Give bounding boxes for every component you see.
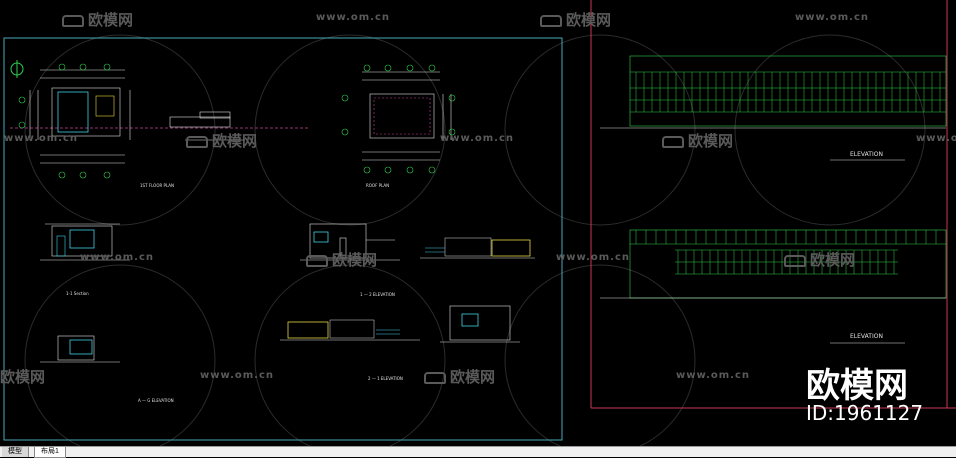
watermark-url: www.om.cn	[676, 370, 751, 381]
watermark-brand-large: 欧模网	[806, 366, 908, 406]
watermark-url: www.om.cn	[80, 252, 155, 263]
watermark-brand: 欧模网	[306, 249, 377, 270]
sofa-logo-icon	[540, 14, 562, 27]
watermark-brand: 欧模网	[540, 9, 611, 30]
sofa-logo-icon	[424, 371, 446, 384]
right-elevation-top-label: ELEVATION	[850, 151, 883, 158]
watermark-brand: 欧模网	[0, 368, 46, 386]
roof-plan-label: ROOF PLAN	[366, 183, 390, 188]
layout-tab-bar: 模型 布局1	[0, 446, 956, 458]
cad-drawing	[3, 0, 956, 446]
watermark-url: www.om.cn	[556, 252, 631, 263]
tab-model[interactable]: 模型	[2, 447, 29, 457]
watermark-brand: 欧模网	[186, 130, 257, 151]
tab-layout1[interactable]: 布局1	[34, 447, 66, 458]
watermark-brand: 欧模网	[424, 366, 495, 387]
sofa-logo-icon	[662, 135, 684, 148]
watermark-brand: 欧模网	[662, 130, 733, 151]
sofa-logo-icon	[186, 135, 208, 148]
sofa-logo-icon	[62, 14, 84, 27]
watermark-id: ID:1961127	[806, 401, 924, 425]
watermark-brand: 欧模网	[784, 249, 855, 270]
section-label: 1-1 Section	[66, 291, 89, 296]
elevation-1-label: 1 — 2 ELEVATION	[360, 292, 395, 297]
watermark-url: www.om.cn	[316, 12, 391, 23]
watermark-url: www.om.cn	[795, 12, 870, 23]
watermark-url: www.om.cn	[440, 133, 515, 144]
first-floor-plan-label: 1ST FLOOR PLAN	[140, 183, 174, 188]
elevation-2-label: 2 — 1 ELEVATION	[368, 376, 403, 381]
cad-model-canvas[interactable]: 1ST FLOOR PLAN ROOF PLAN 1-1 Section A —…	[0, 0, 956, 446]
watermark-url: www.om.cn	[916, 133, 956, 144]
sofa-logo-icon	[306, 254, 328, 267]
watermark-brand: 欧模网	[62, 9, 133, 30]
watermark-url: www.om.cn	[4, 133, 79, 144]
sofa-logo-icon	[784, 254, 806, 267]
elevation-a-label: A — G ELEVATION	[138, 398, 174, 403]
watermark-url: www.om.cn	[200, 370, 275, 381]
right-elevation-bottom-label: ELEVATION	[850, 333, 883, 340]
